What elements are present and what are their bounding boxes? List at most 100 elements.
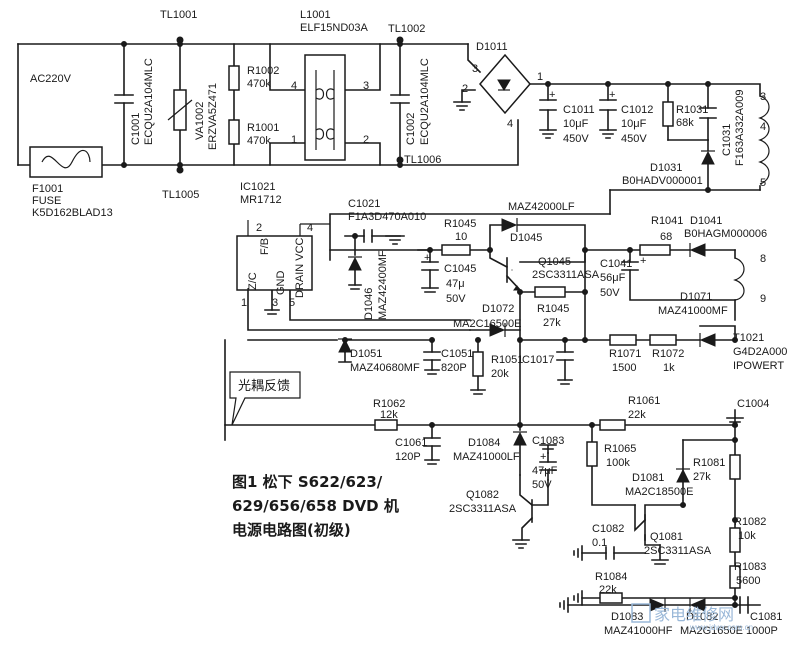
label-r1082-val: 10k (738, 530, 756, 542)
label-ic1021-part: MR1712 (240, 194, 282, 206)
label-d1041-part: B0HAGM000006 (684, 228, 767, 240)
fuse-f1001 (29, 146, 103, 178)
figure-caption: 图1 松下 S622/623/ 629/656/658 DVD 机 电源电路图(… (232, 473, 399, 539)
label-c1051: C1051 (441, 348, 473, 360)
label-c1082: C1082 (592, 523, 624, 535)
label-d1082: D1082 (686, 611, 718, 623)
label-c1011-v: 450V (563, 133, 589, 145)
label-d1011-p2: 2 (462, 83, 468, 95)
resistor-r1002 (228, 65, 240, 91)
caption-line-1: 图1 松下 S622/623/ (232, 473, 383, 491)
transformer-aux-winding (733, 257, 745, 301)
label-c1002p-v: ECQU2A104MLC (419, 58, 431, 145)
resistor-r1045-27k (534, 286, 566, 298)
label-r1083-val: 5600 (736, 575, 760, 587)
label-l1001-p3: 3 (363, 80, 369, 92)
resistor-r1082 (729, 527, 741, 553)
label-r1001: R1001 (247, 122, 279, 134)
label-r1031: R1031 (676, 104, 708, 116)
label-d1082-part: MA2G1650E (680, 625, 743, 637)
label-r1081: R1081 (693, 457, 725, 469)
label-t-p8: 8 (760, 253, 766, 265)
label-q1045: Q1045 (538, 256, 571, 268)
label-c1031p-v: F163A332A009 (734, 90, 746, 166)
c1011-plus-sign: + (549, 89, 555, 101)
label-t1021: T1021 (733, 332, 764, 344)
label-r1062: R1062 (373, 398, 405, 410)
label-va1002p-v: ERZVA5Z471 (207, 83, 219, 150)
label-c1001-v: C1001 (130, 113, 142, 145)
label-r1002-val: 470k (247, 78, 271, 90)
label-r1071: R1071 (609, 348, 641, 360)
label-r1061: R1061 (628, 395, 660, 407)
label-t-p5: 5 (760, 177, 766, 189)
label-ic-fb-v: F/B (259, 238, 271, 255)
label-c1021: C1021 (348, 198, 380, 210)
label-q1082: Q1082 (466, 489, 499, 501)
label-d1084-part: MAZ41000LF (453, 451, 520, 463)
label-c1002-v: C1002 (405, 113, 417, 145)
component-labels: AC220VF1001FUSEK5D162BLAD13TL1001TL1005C… (30, 9, 787, 637)
label-t1021-p2: IPOWERT (733, 360, 784, 372)
label-d1081-part: MA2C18500E (625, 486, 694, 498)
label-tl1001: TL1001 (160, 9, 197, 21)
label-d1011-p1: 1 (537, 71, 543, 83)
label-c1041: C1041 (600, 258, 632, 270)
caption-line-2: 629/656/658 DVD 机 (232, 497, 399, 515)
label-t1021-part: G4D2A000 (733, 346, 787, 358)
label-d1046-v: D1046 (363, 288, 375, 320)
label-r1045a-val: 10 (455, 231, 467, 243)
label-d1083-part: MAZ41000HF (604, 625, 673, 637)
label-d1072: D1072 (482, 303, 514, 315)
resistor-r1062 (374, 419, 398, 431)
label-r1061-val: 22k (628, 409, 646, 421)
resistor-r1051 (472, 351, 484, 377)
resistor-r1084 (599, 592, 623, 604)
label-c1017: C1017 (522, 354, 554, 366)
label-r1045a: R1045 (444, 218, 476, 230)
resistor-r1071 (609, 334, 637, 346)
label-ac220v: AC220V (30, 73, 72, 85)
label-ic-drain-v: DRAIN VCC (294, 237, 306, 298)
c1041-plus-sign: + (640, 255, 646, 267)
label-tl1006: TL1006 (404, 154, 441, 166)
label-c1001p-v: ECQU2A104MLC (143, 58, 155, 145)
label-tl1005: TL1005 (162, 189, 199, 201)
label-l1001-p1: 1 (291, 134, 297, 146)
label-c1081: C1081 (750, 611, 782, 623)
label-r1072: R1072 (652, 348, 684, 360)
label-d1031-part: B0HADV000001 (622, 175, 703, 187)
label-c1061: C1061 (395, 437, 427, 449)
label-q1081-part: 2SC3311ASA (644, 545, 712, 557)
label-q1081: Q1081 (650, 531, 683, 543)
label-r1065: R1065 (604, 443, 636, 455)
optocoupler-feedback-callout: 光耦反馈 (229, 371, 301, 426)
junction-dots (121, 41, 738, 608)
label-r1084: R1084 (595, 571, 627, 583)
label-c1061-val: 120P (395, 451, 421, 463)
label-r1071-val: 1500 (612, 362, 636, 374)
c1012-plus-sign: + (609, 89, 615, 101)
label-r1041: R1041 (651, 215, 683, 227)
caption-line-3: 电源电路图(初级) (232, 521, 351, 539)
label-c1011-val: 10μF (563, 118, 589, 130)
label-q1045-part: 2SC3311ASA (532, 269, 600, 281)
label-f1001-fuse: FUSE (32, 195, 61, 207)
label-c1004: C1004 (737, 398, 769, 410)
label-r1082: R1082 (734, 516, 766, 528)
resistor-r1045-10 (441, 244, 471, 256)
label-r1081-val: 27k (693, 471, 711, 483)
label-d1071-part: MAZ41000MF (658, 305, 728, 317)
label-c1045-val: 47μ (446, 278, 465, 290)
label-r1045b-val: 27k (543, 317, 561, 329)
label-f1001-part: K5D162BLAD13 (32, 207, 113, 219)
components: + + + (29, 36, 770, 614)
label-q1082-part: 2SC3311ASA (449, 503, 517, 515)
label-d1011-p3: 3 (472, 63, 478, 75)
label-r1051-val: 20k (491, 368, 509, 380)
label-ic-zc-v: Z/C (247, 272, 259, 290)
label-c1045: C1045 (444, 263, 476, 275)
label-d1072-part: MA2C16500E (453, 318, 522, 330)
label-ic-p5: 5 (289, 297, 295, 309)
